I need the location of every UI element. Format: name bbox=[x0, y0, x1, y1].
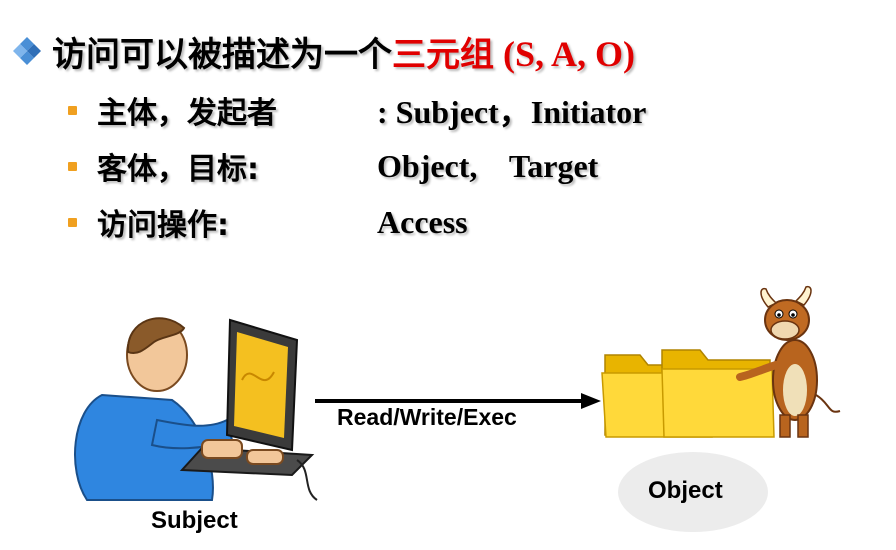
title-prefix: 访问可以被描述为一个 bbox=[52, 34, 392, 75]
object-ellipse bbox=[618, 452, 768, 532]
square-bullet-icon bbox=[68, 105, 77, 115]
bullet-access: 访问操作: Access bbox=[68, 200, 468, 244]
subject-label: Subject bbox=[151, 507, 238, 534]
bullet-label: 主体，发起者 bbox=[97, 96, 277, 131]
title-highlight-en: (S, A, O) bbox=[494, 33, 636, 74]
square-bullet-icon bbox=[68, 161, 77, 171]
bullet-subject: 主体，发起者 : Subject，Initiator bbox=[68, 88, 646, 132]
diamond-bullet-icon bbox=[13, 37, 41, 65]
title-row: 访问可以被描述为一个 三元组 (S, A, O) bbox=[10, 26, 635, 76]
bullet-label: 客体，目标: bbox=[97, 152, 259, 187]
bullet-value: : Subject，Initiator bbox=[377, 94, 647, 130]
square-bullet-icon bbox=[68, 217, 77, 227]
access-arrow bbox=[315, 393, 601, 409]
title-highlight-cn: 三元组 bbox=[392, 34, 494, 75]
object-label: Object bbox=[648, 477, 723, 504]
folder-bull-icon bbox=[601, 285, 841, 438]
bullet-object: 客体，目标: Object, Target bbox=[68, 144, 598, 188]
bullet-value: Access bbox=[377, 203, 468, 240]
person-laptop-icon bbox=[74, 317, 318, 501]
arrow-label: Read/Write/Exec bbox=[337, 404, 517, 430]
title-highlight: 三元组 (S, A, O) bbox=[392, 27, 635, 76]
bullet-label: 访问操作: bbox=[97, 208, 229, 243]
bullet-value: Object, Target bbox=[377, 147, 599, 184]
